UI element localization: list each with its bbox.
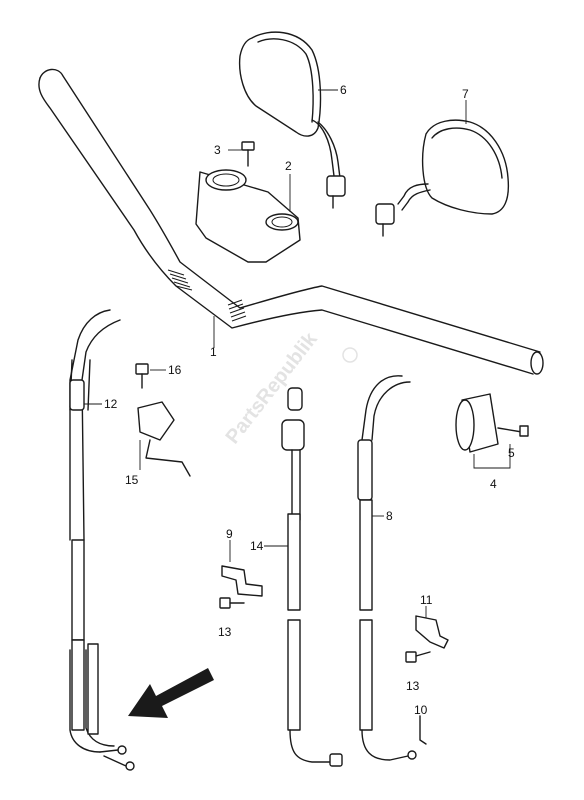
label-5: 5 bbox=[508, 446, 515, 460]
clutch-cable bbox=[264, 387, 343, 767]
label-16: 16 bbox=[168, 363, 182, 377]
mirror-right bbox=[375, 100, 510, 237]
watermark-mark bbox=[342, 347, 358, 363]
handlebar-holder bbox=[195, 169, 301, 263]
label-12: 12 bbox=[104, 397, 118, 411]
mirror-left bbox=[238, 31, 346, 209]
bolt-3 bbox=[228, 141, 255, 167]
label-2: 2 bbox=[285, 159, 292, 173]
bolt-16 bbox=[135, 363, 166, 389]
label-11: 11 bbox=[420, 593, 433, 607]
handlebar bbox=[38, 68, 544, 375]
handlebar-knurl bbox=[167, 269, 247, 322]
cable-bracket-15 bbox=[137, 401, 191, 477]
label-15: 15 bbox=[125, 473, 139, 487]
label-4: 4 bbox=[490, 477, 497, 491]
balancer bbox=[455, 393, 529, 469]
label-7: 7 bbox=[462, 87, 469, 101]
label-6: 6 bbox=[340, 83, 347, 97]
throttle-cable bbox=[69, 309, 135, 771]
label-8: 8 bbox=[386, 509, 393, 523]
label-10: 10 bbox=[414, 703, 428, 717]
label-13a: 13 bbox=[218, 625, 232, 639]
label-1: 1 bbox=[210, 345, 217, 359]
clamp-11 bbox=[405, 606, 449, 663]
label-3: 3 bbox=[214, 143, 221, 157]
clip-10 bbox=[419, 715, 427, 745]
front-direction-arrow bbox=[128, 668, 214, 718]
watermark-text: PartsRepublik bbox=[222, 328, 323, 448]
cable-guide-9 bbox=[219, 540, 263, 609]
label-9: 9 bbox=[226, 527, 233, 541]
label-14: 14 bbox=[250, 539, 264, 553]
speedometer-cable bbox=[357, 375, 417, 761]
label-13b: 13 bbox=[406, 679, 420, 693]
